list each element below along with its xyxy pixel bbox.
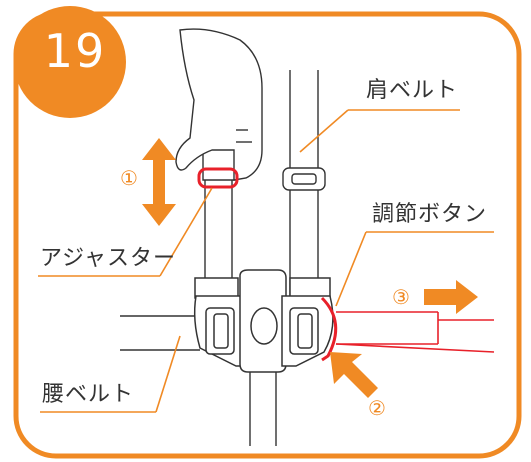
up-down-arrow <box>142 138 176 226</box>
adjuster-highlight <box>197 167 239 189</box>
label-adjuster: アジャスター <box>40 246 177 271</box>
pull-right-arrow <box>424 280 478 314</box>
marker-three: ③ <box>392 285 410 309</box>
crotch-strap <box>249 370 277 446</box>
label-adjust-button: 調節ボタン <box>372 202 488 227</box>
marker-one: ① <box>120 166 138 190</box>
leader-lines <box>38 109 494 413</box>
label-waist-belt: 腰ベルト <box>42 382 135 407</box>
marker-two: ② <box>368 396 386 420</box>
pulled-belt <box>335 311 495 353</box>
shoulder-belt-right <box>282 70 326 301</box>
waist-belt <box>120 315 200 351</box>
label-shoulder-belt: 肩ベルト <box>366 78 459 103</box>
press-arrow <box>330 352 378 400</box>
adjust-button-highlight <box>320 296 338 362</box>
step-badge <box>14 6 126 118</box>
buckle <box>193 269 334 373</box>
frame-border <box>13 11 522 459</box>
step-number: 19 <box>43 24 107 78</box>
hand <box>175 28 263 181</box>
